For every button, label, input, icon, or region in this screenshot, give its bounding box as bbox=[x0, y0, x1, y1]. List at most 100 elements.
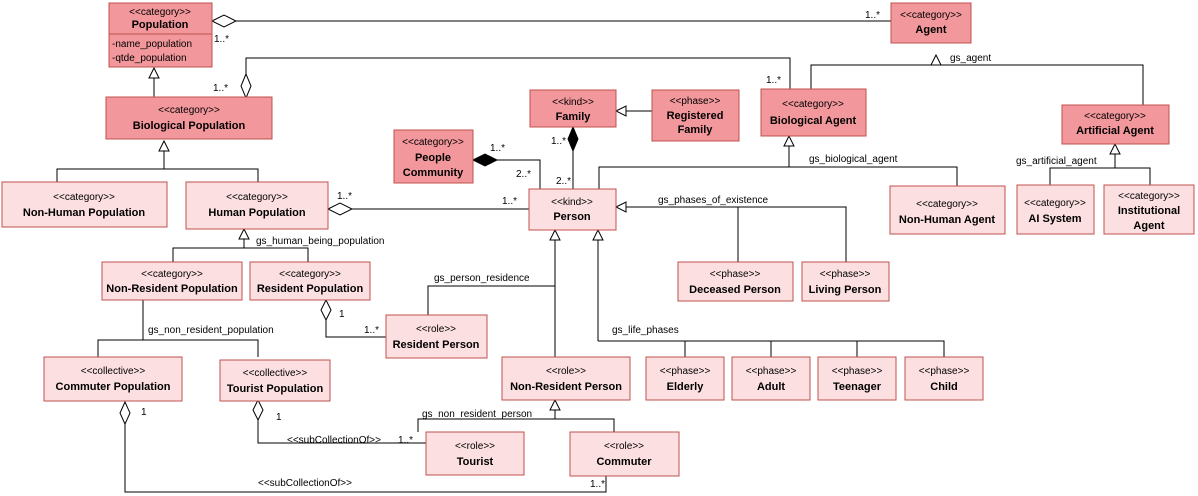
class-commuter[interactable]: <<role>> Commuter bbox=[569, 431, 680, 477]
subcollection-label-commuter: <<subCollectionOf>> bbox=[258, 478, 352, 489]
class-non-resident-person[interactable]: <<role>> Non-Resident Person bbox=[501, 356, 631, 401]
gs-non-resident-population-lines bbox=[97, 339, 259, 357]
class-population-stereotype: <<category>> bbox=[129, 7, 191, 18]
aggregation-diamond-biopop bbox=[240, 72, 252, 100]
class-ai-system[interactable]: <<category>> AI System bbox=[1016, 184, 1095, 235]
aggregation-diamond-touristpop bbox=[252, 398, 264, 422]
class-person[interactable]: <<kind>> Person bbox=[528, 188, 617, 231]
class-elderly[interactable]: <<phase>> Elderly bbox=[645, 356, 725, 401]
class-tourist[interactable]: <<role>> Tourist bbox=[425, 431, 525, 476]
class-agent-name: Agent bbox=[915, 24, 947, 36]
class-people-community-name-line1: People bbox=[415, 152, 451, 164]
gs-biological-agent-lines bbox=[598, 166, 958, 189]
gs-phases-of-existence-label: gs_phases_of_existence bbox=[658, 195, 769, 206]
multiplicity-person-humanpop: 1..* bbox=[502, 196, 517, 207]
class-resident-population[interactable]: <<category>> Resident Population bbox=[249, 261, 371, 301]
class-institutional-agent-name-line2: Agent bbox=[1133, 220, 1165, 232]
class-agent[interactable]: <<category>> Agent bbox=[890, 2, 972, 44]
class-commuter-name: Commuter bbox=[596, 456, 652, 468]
class-non-human-agent-name: Non-Human Agent bbox=[899, 214, 995, 226]
class-commuter-population[interactable]: <<collective>> Commuter Population bbox=[43, 356, 183, 402]
multiplicity-family-composition: 1..* bbox=[551, 136, 566, 147]
class-people-community-name-line2: Community bbox=[403, 167, 464, 179]
class-non-human-agent[interactable]: <<category>> Non-Human Agent bbox=[889, 185, 1006, 235]
generalization-arrow-humanpop bbox=[238, 227, 250, 240]
class-child-stereotype: <<phase>> bbox=[919, 366, 970, 377]
class-ai-system-stereotype: <<category>> bbox=[1024, 198, 1086, 209]
class-human-population-name: Human Population bbox=[208, 207, 305, 219]
class-elderly-stereotype: <<phase>> bbox=[660, 366, 711, 377]
multiplicity-family-person: 2..* bbox=[556, 176, 571, 187]
class-institutional-agent[interactable]: <<category>> Institutional Agent bbox=[1103, 184, 1195, 235]
gs-biopop-lines bbox=[56, 168, 259, 182]
gs-person-residence-label: gs_person_residence bbox=[434, 273, 530, 284]
class-population-name: Population bbox=[132, 19, 189, 31]
class-human-population[interactable]: <<category>> Human Population bbox=[185, 181, 329, 230]
class-non-human-population-name: Non-Human Population bbox=[23, 207, 145, 219]
class-living-person-name: Living Person bbox=[809, 284, 882, 296]
gs-human-being-population-label: gs_human_being_population bbox=[256, 236, 384, 247]
class-tourist-stereotype: <<role>> bbox=[455, 441, 495, 452]
aggregation-touristpop-tourist bbox=[257, 420, 426, 444]
class-non-resident-population[interactable]: <<category>> Non-Resident Population bbox=[101, 261, 243, 301]
class-biological-population[interactable]: <<category>> Biological Population bbox=[105, 96, 273, 140]
class-adult[interactable]: <<phase>> Adult bbox=[731, 356, 811, 401]
class-living-person[interactable]: <<phase>> Living Person bbox=[801, 261, 890, 302]
gs-agent-label: gs_agent bbox=[950, 53, 991, 64]
class-child-name: Child bbox=[930, 381, 958, 393]
class-commuter-stereotype: <<role>> bbox=[604, 441, 644, 452]
class-institutional-agent-stereotype: <<category>> bbox=[1118, 191, 1180, 202]
class-teenager-name: Teenager bbox=[833, 381, 882, 393]
class-biological-agent-stereotype: <<category>> bbox=[782, 99, 844, 110]
multiplicity-biopop-aggregation: 1..* bbox=[213, 83, 228, 94]
gs-non-resident-person-label: gs_non_resident_person bbox=[422, 409, 532, 420]
class-registered-family-stereotype: <<phase>> bbox=[670, 96, 721, 107]
class-institutional-agent-name-line1: Institutional bbox=[1118, 205, 1180, 217]
multiplicity-touristpop: 1 bbox=[276, 412, 282, 423]
generalization-arrow-biopop bbox=[158, 139, 170, 152]
class-resident-population-stereotype: <<category>> bbox=[279, 269, 341, 280]
class-commuter-population-stereotype: <<collective>> bbox=[81, 366, 146, 377]
class-registered-family-name-line1: Registered bbox=[667, 110, 724, 122]
class-child[interactable]: <<phase>> Child bbox=[904, 356, 984, 401]
aggregation-diamond-humanpop bbox=[326, 202, 354, 216]
class-population[interactable]: <<category>> Population -name_population… bbox=[108, 2, 213, 68]
class-person-stereotype: <<kind>> bbox=[551, 197, 593, 208]
class-biological-agent[interactable]: <<category>> Biological Agent bbox=[760, 88, 867, 137]
gs-non-resident-population-label: gs_non_resident_population bbox=[148, 325, 274, 336]
class-tourist-population[interactable]: <<collective>> Tourist Population bbox=[219, 359, 331, 402]
multiplicity-resperson: 1..* bbox=[364, 325, 379, 336]
gs-life-phases-label: gs_life_phases bbox=[612, 325, 679, 336]
class-family-name: Family bbox=[556, 111, 592, 123]
class-living-person-stereotype: <<phase>> bbox=[820, 269, 871, 280]
multiplicity-population-agent-b: 1..* bbox=[865, 10, 880, 21]
class-teenager[interactable]: <<phase>> Teenager bbox=[817, 356, 897, 401]
class-adult-name: Adult bbox=[757, 381, 785, 393]
class-family[interactable]: <<kind>> Family bbox=[529, 89, 617, 128]
class-artificial-agent[interactable]: <<category>> Artificial Agent bbox=[1061, 104, 1170, 145]
class-deceased-person[interactable]: <<phase>> Deceased Person bbox=[677, 261, 794, 302]
composition-diamond-family bbox=[567, 125, 579, 153]
generalization-arrow-population bbox=[148, 66, 160, 79]
aggregation-diamond-population bbox=[210, 14, 238, 28]
gs-non-resident-person-lines bbox=[417, 418, 615, 432]
gs-artificial-agent-label: gs_artificial_agent bbox=[1016, 156, 1097, 167]
class-non-resident-person-name: Non-Resident Person bbox=[510, 381, 622, 393]
class-family-stereotype: <<kind>> bbox=[552, 97, 594, 108]
class-resident-population-name: Resident Population bbox=[257, 283, 364, 295]
class-non-human-population[interactable]: <<category>> Non-Human Population bbox=[1, 181, 168, 228]
aggregation-biopop-bioagent bbox=[245, 57, 791, 89]
aggregation-commuterpop-commuter bbox=[124, 424, 607, 493]
subcollection-label-tourist: <<subCollectionOf>> bbox=[287, 435, 381, 446]
gs-phases-existence-lines bbox=[626, 206, 847, 262]
class-resident-person-stereotype: <<role>> bbox=[416, 324, 456, 335]
class-non-human-agent-stereotype: <<category>> bbox=[916, 199, 978, 210]
class-people-community-stereotype: <<category>> bbox=[402, 137, 464, 148]
multiplicity-population-agent-a: 1..* bbox=[214, 34, 229, 45]
class-biological-population-stereotype: <<category>> bbox=[158, 105, 220, 116]
generalization-arrow-person-residence bbox=[549, 228, 561, 241]
class-registered-family[interactable]: <<phase>> Registered Family bbox=[651, 89, 740, 142]
class-people-community[interactable]: <<category>> People Community bbox=[393, 129, 474, 184]
class-resident-person[interactable]: <<role>> Resident Person bbox=[385, 314, 488, 359]
